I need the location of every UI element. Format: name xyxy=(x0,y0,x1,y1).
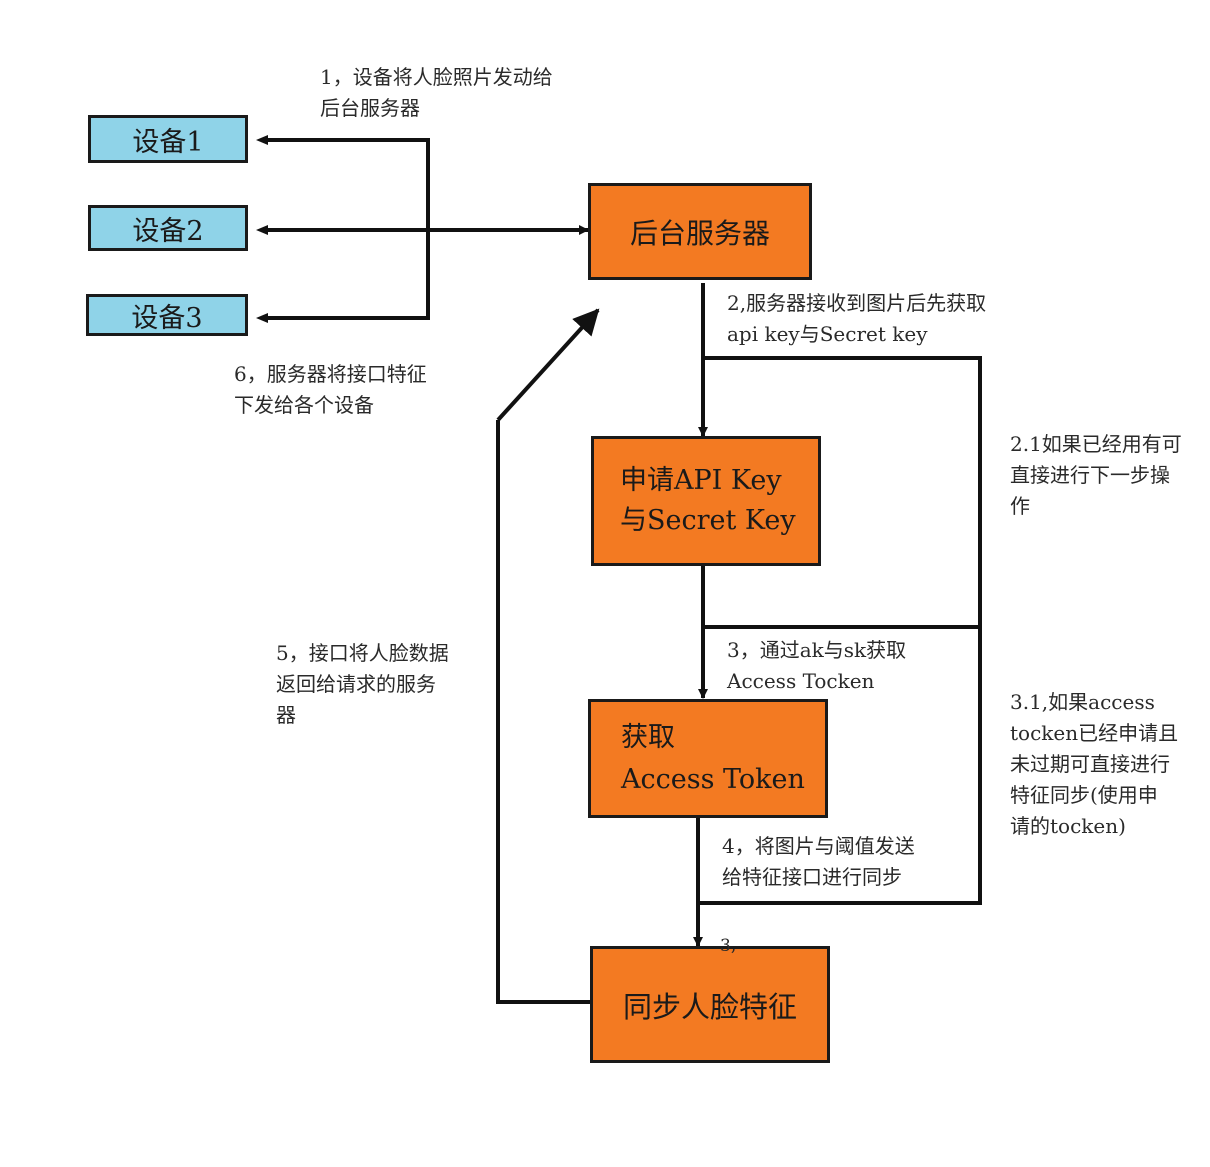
step6-label: 6，服务器将接口特征 下发给各个设备 xyxy=(234,362,427,417)
bypass-3-1 xyxy=(698,627,982,905)
sync-face-label: 同步人脸特征 xyxy=(622,989,797,1024)
apply-key-box: 申请API Key 与Secret Key xyxy=(591,436,821,566)
step2-1-label: 2.1如果已经用有可 直接进行下一步操 作 xyxy=(1010,432,1182,518)
get-token-box: 获取 Access Token xyxy=(588,699,828,818)
arrow-return-to-server xyxy=(496,308,600,422)
device-2-label: 设备2 xyxy=(132,215,204,247)
step5-label: 5，接口将人脸数据 返回给请求的服务 器 xyxy=(276,641,449,727)
bypass-2-1 xyxy=(703,356,982,629)
server-label: 后台服务器 xyxy=(629,216,770,250)
step4-label: 4，将图片与阈值发送 给特征接口进行同步 xyxy=(722,834,915,889)
return-path xyxy=(496,420,590,1004)
device-3-box: 设备3 xyxy=(86,294,248,336)
device-2-box: 设备2 xyxy=(88,205,248,251)
server-box: 后台服务器 xyxy=(588,183,812,280)
device-1-box: 设备1 xyxy=(88,115,248,163)
device-1-label: 设备1 xyxy=(132,126,204,158)
step2-label: 2,服务器接收到图片后先获取 api key与Secret key xyxy=(727,291,987,346)
step3-label: 3，通过ak与sk获取 Access Tocken xyxy=(727,638,907,693)
step4-mark: 3, xyxy=(720,936,737,956)
get-token-line2: Access Token xyxy=(621,763,805,795)
step3-1-label: 3.1,如果access tocken已经申请且 未过期可直接进行 特征同步(使… xyxy=(1010,690,1179,838)
sync-face-box: 同步人脸特征 xyxy=(590,946,830,1063)
device-3-label: 设备3 xyxy=(131,302,203,334)
step1-label: 1，设备将人脸照片发动给 后台服务器 xyxy=(320,65,553,120)
apply-key-line2: 与Secret Key xyxy=(620,505,796,536)
get-token-line1: 获取 xyxy=(621,721,675,753)
apply-key-line1: 申请API Key xyxy=(620,465,782,496)
